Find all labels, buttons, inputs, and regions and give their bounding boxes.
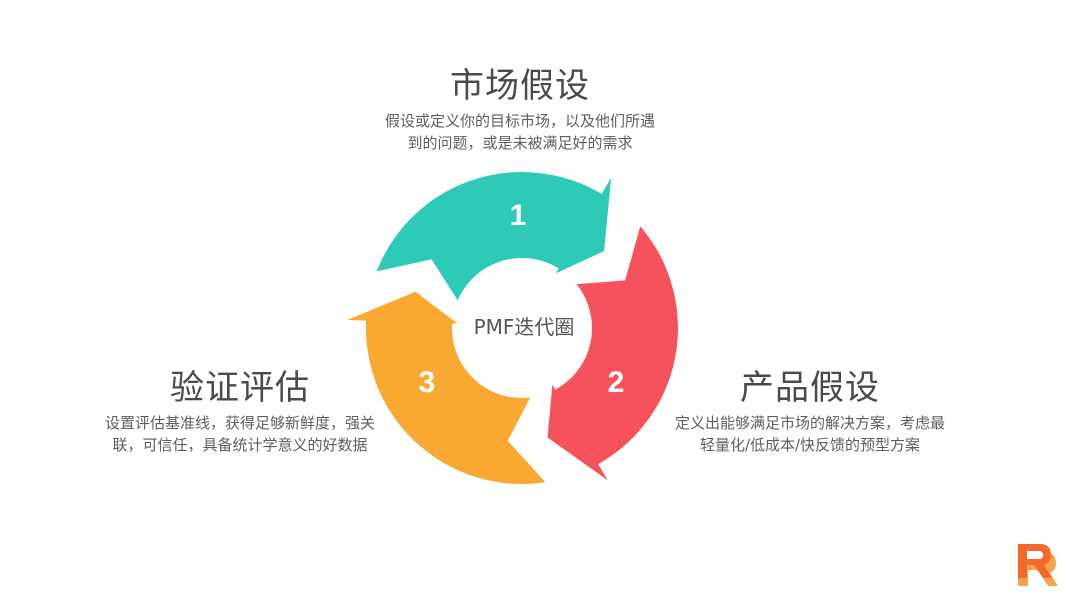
stage-3-text: 验证评估 设置评估基准线，获得足够新鲜度，强关 联，可信任，具备统计学意义的好数… [80, 368, 400, 456]
stage-3-description-line: 设置评估基准线，获得足够新鲜度，强关 [104, 414, 375, 432]
stage-1-description: 假设或定义你的目标市场，以及他们所遇 到的问题，或是未被满足好的需求 [340, 110, 700, 154]
stage-2-number: 2 [608, 366, 625, 399]
stage-1-number: 1 [510, 199, 527, 232]
stage-2-description-line: 轻量化/低成本/快反馈的预型方案 [699, 436, 921, 454]
stage-1-arrow-segment [370, 167, 616, 310]
stage-3-title: 验证评估 [170, 368, 310, 408]
stage-2-description-line: 定义出能够满足市场的解决方案，考虑最 [674, 414, 945, 432]
stage-3-description: 设置评估基准线，获得足够新鲜度，强关 联，可信任，具备统计学意义的好数据 [80, 412, 400, 456]
stage-1-description-line: 假设或定义你的目标市场，以及他们所遇 [384, 112, 655, 130]
stage-1-description-line: 到的问题，或是未被满足好的需求 [407, 134, 633, 152]
stage-2-description: 定义出能够满足市场的解决方案，考虑最 轻量化/低成本/快反馈的预型方案 [650, 412, 970, 456]
stage-1-text: 市场假设 假设或定义你的目标市场，以及他们所遇 到的问题，或是未被满足好的需求 [340, 66, 700, 154]
stage-3-number: 3 [419, 366, 436, 399]
stage-3-arrow-segment [337, 287, 554, 488]
stage-3-description-line: 联，可信任，具备统计学意义的好数据 [112, 436, 368, 454]
center-label: PMF迭代圈 [474, 315, 575, 339]
stage-2-title: 产品假设 [740, 368, 880, 408]
stage-2-arrow-segment [543, 218, 682, 489]
r-logo-icon [1018, 544, 1058, 586]
stage-1-title: 市场假设 [450, 66, 590, 106]
stage-2-text: 产品假设 定义出能够满足市场的解决方案，考虑最 轻量化/低成本/快反馈的预型方案 [650, 368, 970, 456]
